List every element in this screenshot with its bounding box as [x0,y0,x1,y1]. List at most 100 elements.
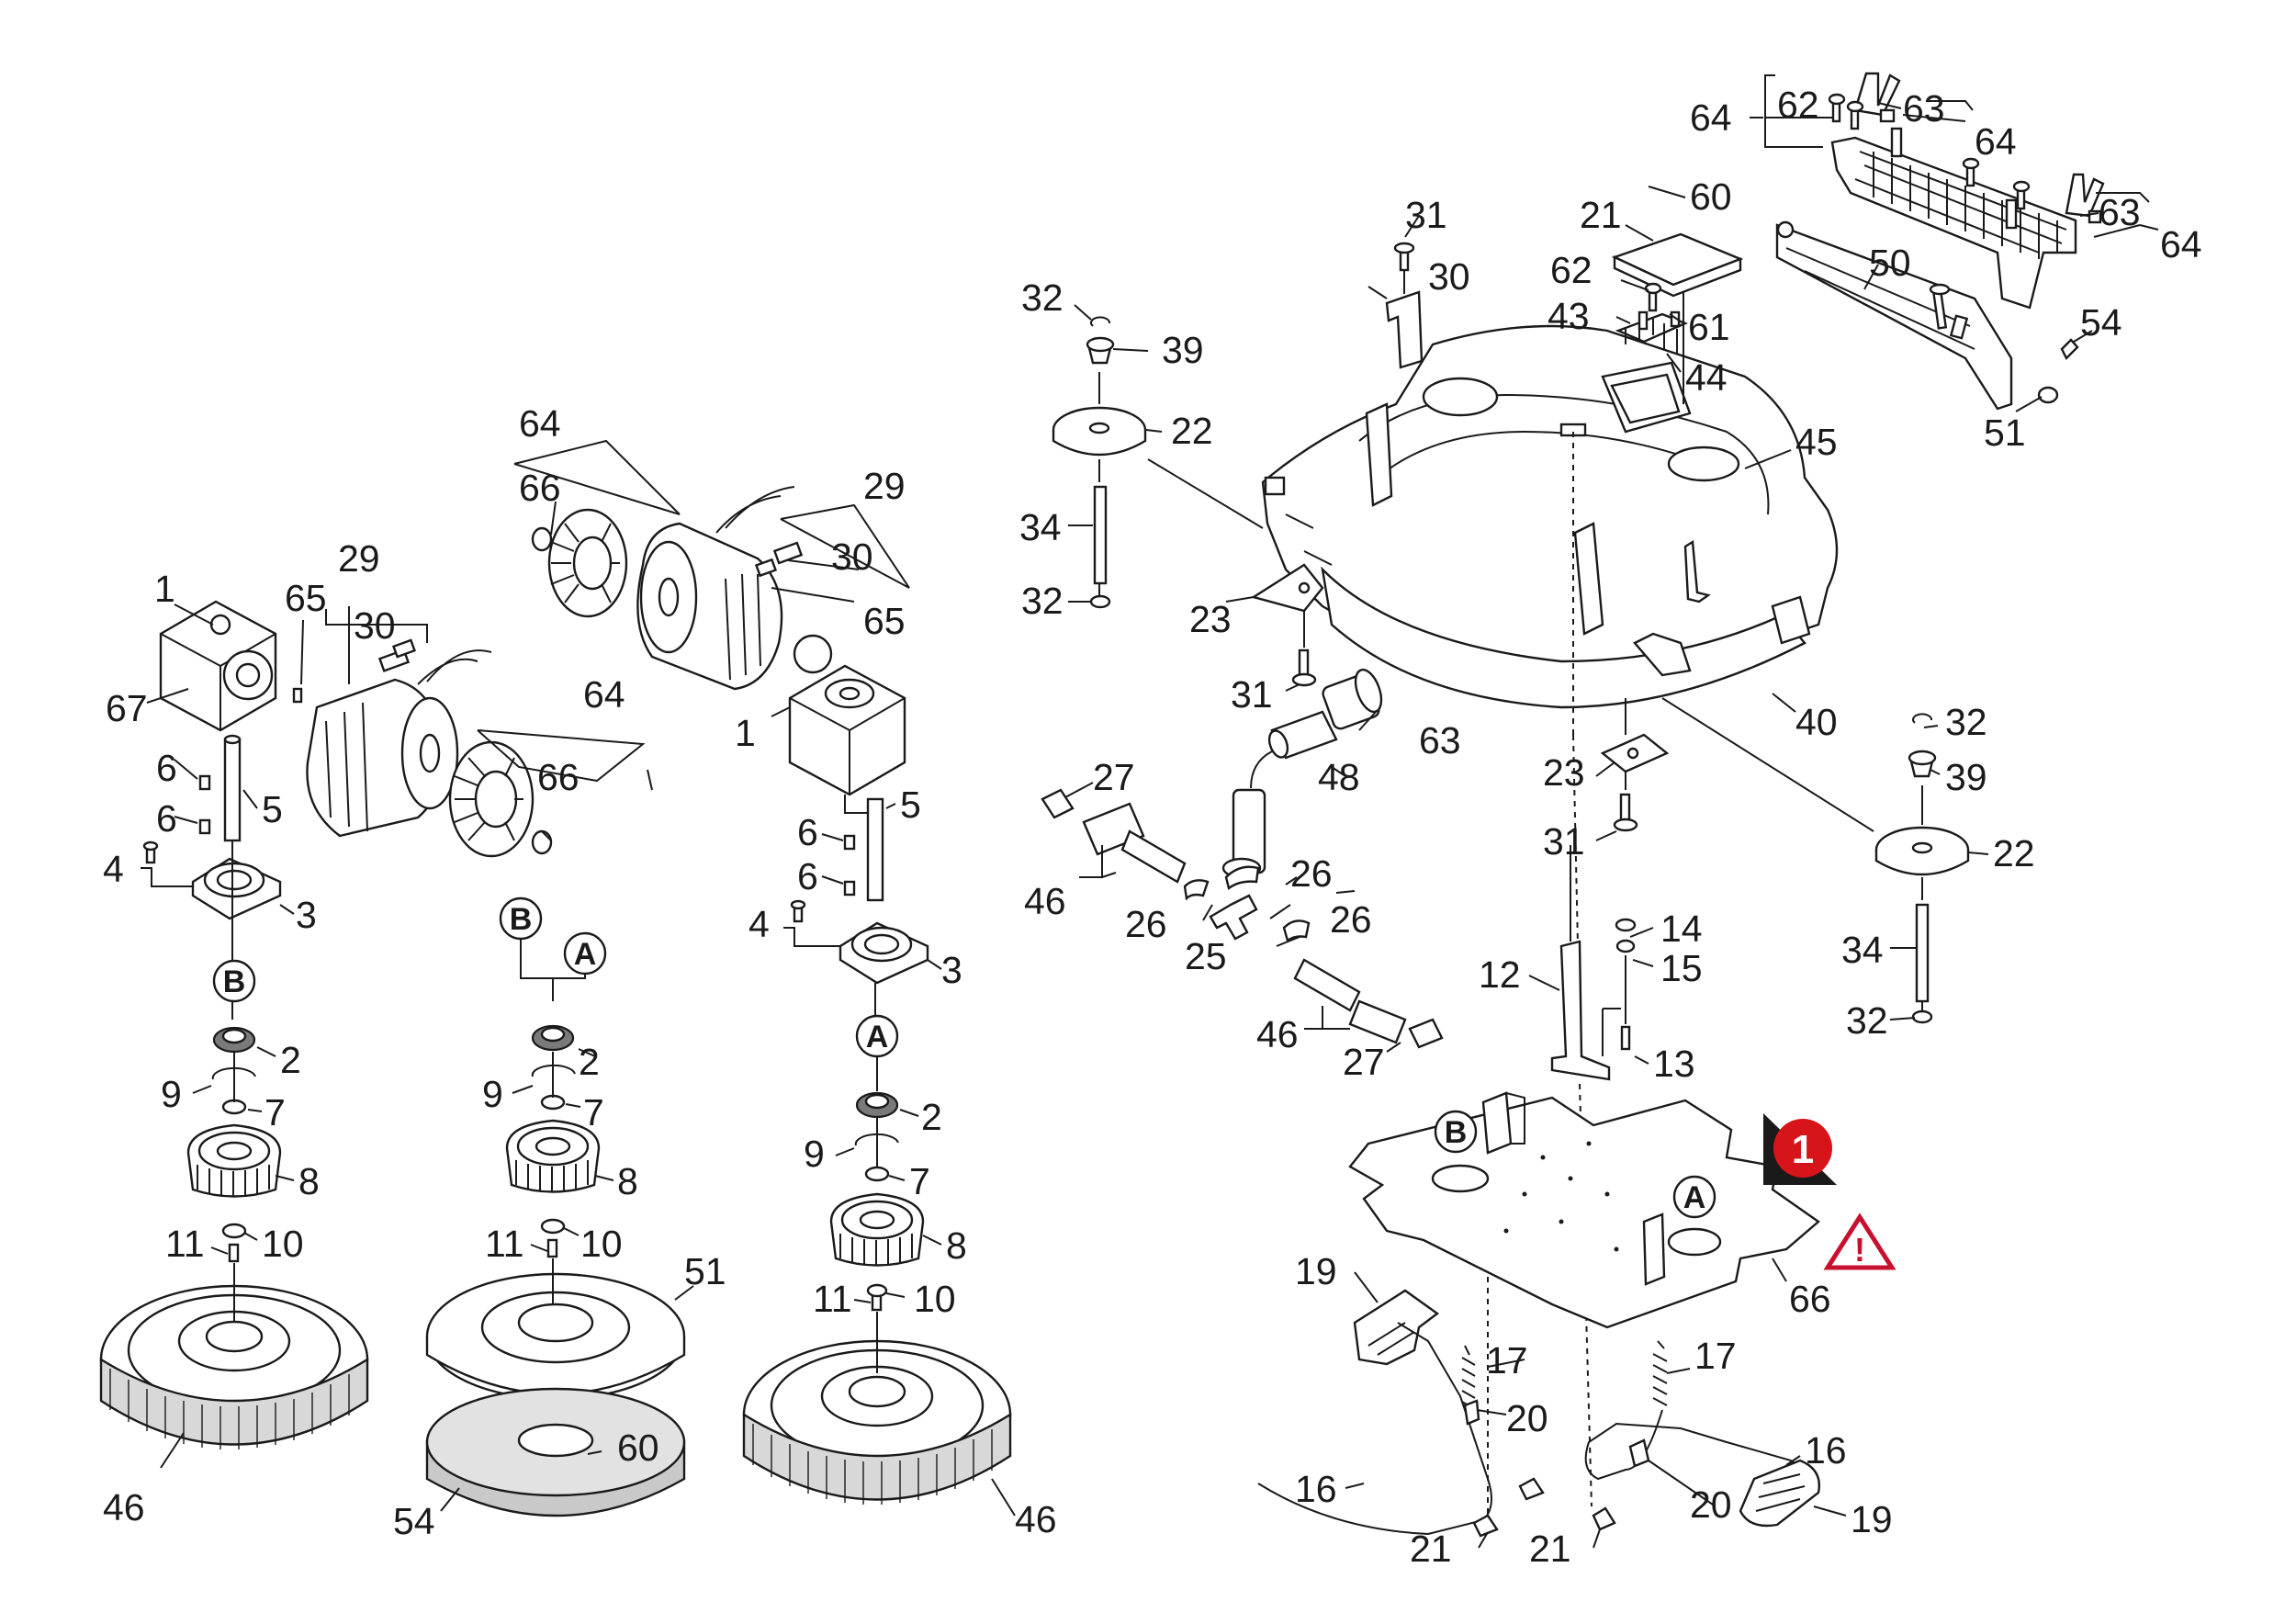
callout-55: 54 [393,1500,435,1542]
callout-58: 61 [1688,306,1730,348]
callout-labels: 1 65 29 30 67 6 6 5 4 3 2 9 7 8 11 10 46… [103,84,2202,1570]
callout-27: 27 [1093,756,1135,798]
callout-26: 26 [1330,898,1372,941]
callout-31: 32 [1021,276,1064,319]
callout-24: 23 [1543,751,1585,794]
callout-3: 3 [296,894,317,936]
shaft-part [198,734,242,842]
callout-42: 44 [1685,356,1728,399]
callout-44: 46 [1015,1498,1057,1540]
callout-45: 46 [1256,1013,1299,1055]
callout-63: 66 [1789,1278,1831,1320]
callout-2: 2 [921,1096,942,1138]
callout-21: 21 [1410,1528,1452,1570]
marker-b-label: B [1445,1115,1468,1150]
callout-19: 19 [1851,1498,1893,1540]
callout-5: 5 [900,784,921,826]
cover-plate-part [1611,232,1744,298]
handle-bar-part [1775,220,2013,411]
pad-drive-part [425,1272,686,1401]
callout-31: 32 [1945,701,1987,743]
callout-17: 17 [1486,1339,1528,1382]
tank-assembly [1261,324,1839,709]
callout-25: 25 [1185,935,1227,977]
callout-60: 63 [1419,719,1461,761]
callout-32: 34 [1019,506,1062,548]
callout-65: 65 [863,600,906,642]
right-caster-assembly [1600,697,1970,1024]
callout-62: 64 [2160,223,2202,265]
brush-part [99,1284,369,1449]
callout-62: 64 [1975,120,2017,163]
flange-part [191,857,282,920]
callout-19: 19 [1295,1250,1337,1292]
center-brush-assembly: B A [425,486,804,1517]
gear-part [829,1192,925,1267]
callout-59: 62 [1777,84,1819,126]
gear-part [505,1119,601,1193]
shaft-part [843,797,884,902]
marker-a-label: A [1683,1180,1706,1215]
callout-26: 26 [1125,903,1167,945]
callout-16: 16 [1805,1429,1847,1472]
callout-14: 14 [1660,908,1703,950]
callout-64: 64 [519,402,561,445]
callout-17: 17 [1694,1335,1737,1377]
motor-part [636,486,795,691]
callout-62: 64 [1690,96,1732,139]
marker-a-label: A [574,937,597,972]
callout-4: 4 [103,848,124,890]
callout-32: 34 [1841,929,1884,971]
callout-64: 64 [583,673,625,716]
callout-5: 5 [262,788,283,830]
callout-10: 10 [262,1223,304,1265]
callout-59: 62 [1550,249,1593,291]
callout-66: 66 [519,467,561,509]
callout-10: 10 [914,1278,956,1320]
callout-51: 54 [2080,301,2122,344]
callout-33: 39 [1162,329,1204,371]
callout-43: 45 [1795,421,1838,463]
callout-40: 30 [831,536,873,578]
callout-1: 1 [735,712,756,754]
callout-15: 15 [1660,947,1703,989]
callout-66: 66 [537,756,580,798]
callout-40: 30 [354,604,396,647]
callout-8: 8 [617,1160,638,1202]
callout-26: 26 [1290,852,1333,895]
switch-part [1615,310,1689,354]
gearbox-part [788,634,906,796]
callout-8: 8 [946,1224,967,1267]
fan-part [448,740,553,858]
chassis-plate-part: B A [1348,1091,1820,1329]
gearbox-part [159,600,277,732]
marker-b-icon [212,959,256,1003]
left-brush-assembly: B [99,600,553,1449]
marker-a-label: A [866,1020,889,1054]
callout-22: 22 [1993,832,2035,874]
callout-2: 2 [280,1039,301,1081]
callout-13: 13 [1653,1043,1695,1085]
marker-a-icon [1672,1175,1716,1219]
callout-33: 39 [1945,756,1987,798]
marker-b-icon [1434,1110,1478,1154]
callout-21: 21 [1529,1528,1571,1570]
callout-7: 7 [583,1091,604,1133]
callout-56: 60 [617,1427,659,1469]
fan-part [531,508,628,618]
callout-50: 51 [1984,412,2026,454]
left-caster-assembly [1052,316,1324,687]
callout-46: 48 [1318,756,1360,798]
callout-16: 16 [1295,1468,1337,1510]
callout-65: 65 [285,577,327,619]
hose-assembly [1041,668,1444,1049]
marker-b-label: B [510,902,533,937]
callout-11: 11 [165,1223,205,1265]
callout-54: 51 [684,1250,726,1292]
leader-lines [141,74,2159,1549]
gear-part [186,1123,282,1198]
callout-7: 7 [909,1160,930,1202]
pad-part [425,1387,686,1517]
brush-part [742,1339,1012,1505]
